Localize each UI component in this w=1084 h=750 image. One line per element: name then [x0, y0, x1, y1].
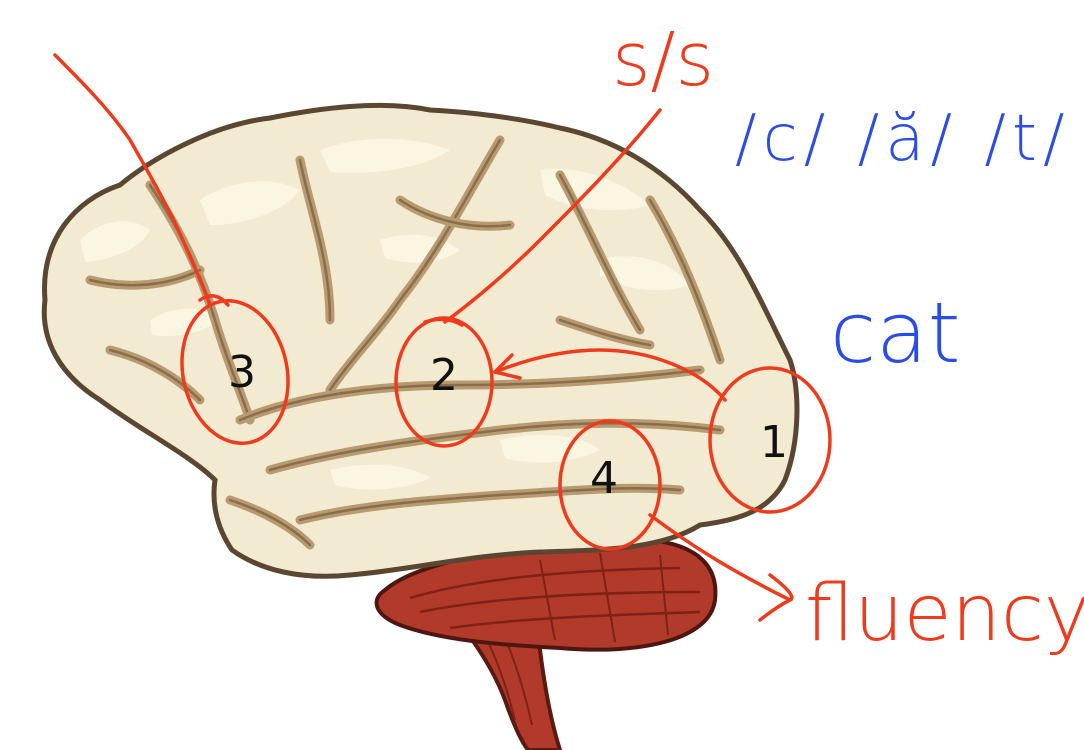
region-label-2: 2 — [430, 350, 458, 401]
cerebrum — [44, 105, 797, 576]
region-label-4: 4 — [590, 453, 618, 504]
handwritten-word-cat: cat — [830, 284, 961, 382]
handwritten-sound-symbol: s/s — [612, 17, 714, 103]
handwritten-fluency: fluency — [805, 569, 1084, 659]
handwritten-phonemes: /c/ /ă/ /t/ — [735, 102, 1071, 176]
region-label-1: 1 — [760, 417, 788, 468]
region-label-3: 3 — [228, 347, 256, 398]
